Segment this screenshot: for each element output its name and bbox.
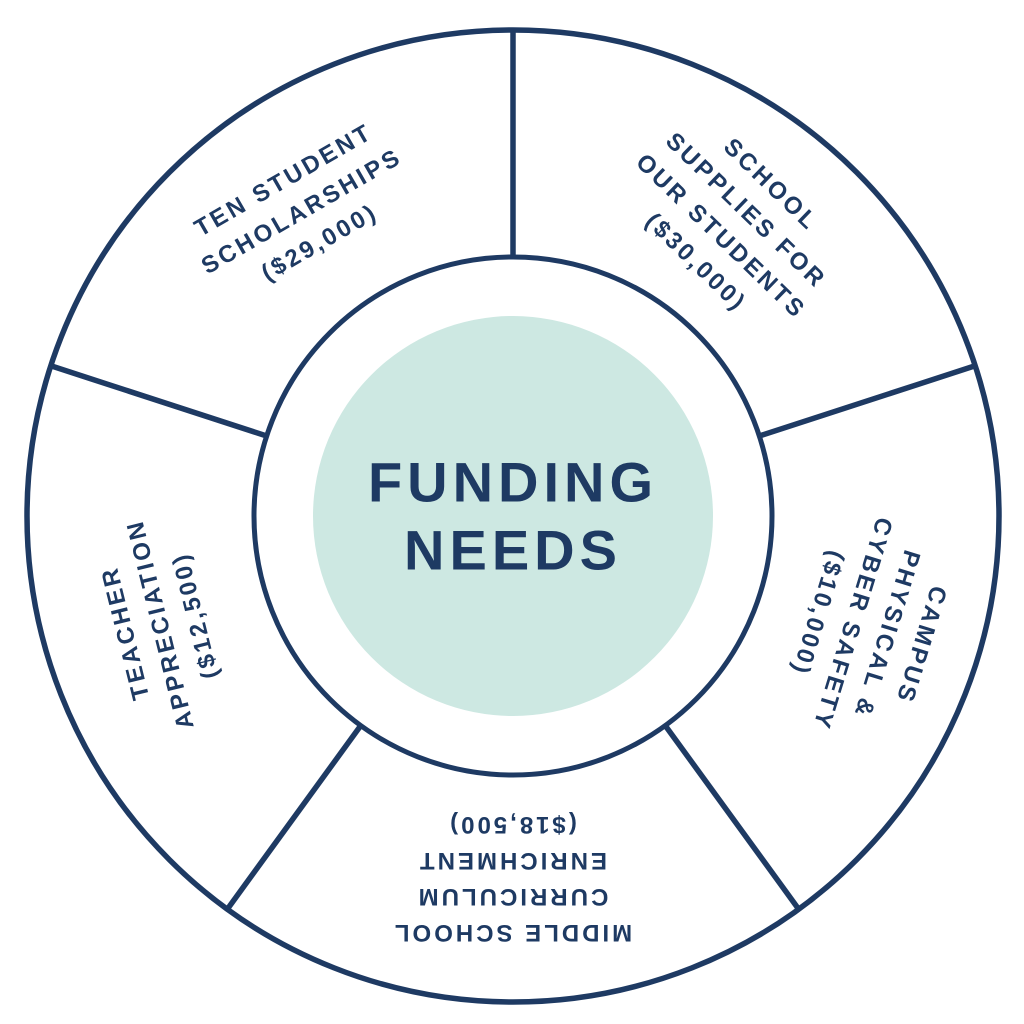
- segment-label-middle-school-curriculum: MIDDLE SCHOOL CURRICULUM ENRICHMENT ($18…: [392, 806, 632, 950]
- divider-upper-left: [49, 363, 268, 439]
- center-title-line: NEEDS: [404, 519, 622, 582]
- segment-label-line: MIDDLE SCHOOL: [391, 919, 633, 946]
- segment-label-line: ENRICHMENT: [417, 847, 608, 874]
- divider-upper-right: [758, 363, 977, 439]
- center-title-line: FUNDING: [367, 450, 659, 514]
- segment-label-line: CURRICULUM: [415, 883, 609, 910]
- divider-lower-left: [225, 723, 364, 911]
- center-disc: [313, 316, 713, 716]
- wheel-center-title: FUNDING NEEDS: [368, 449, 658, 586]
- divider-lower-right: [662, 723, 801, 911]
- segment-amount: ($18,500): [447, 811, 577, 838]
